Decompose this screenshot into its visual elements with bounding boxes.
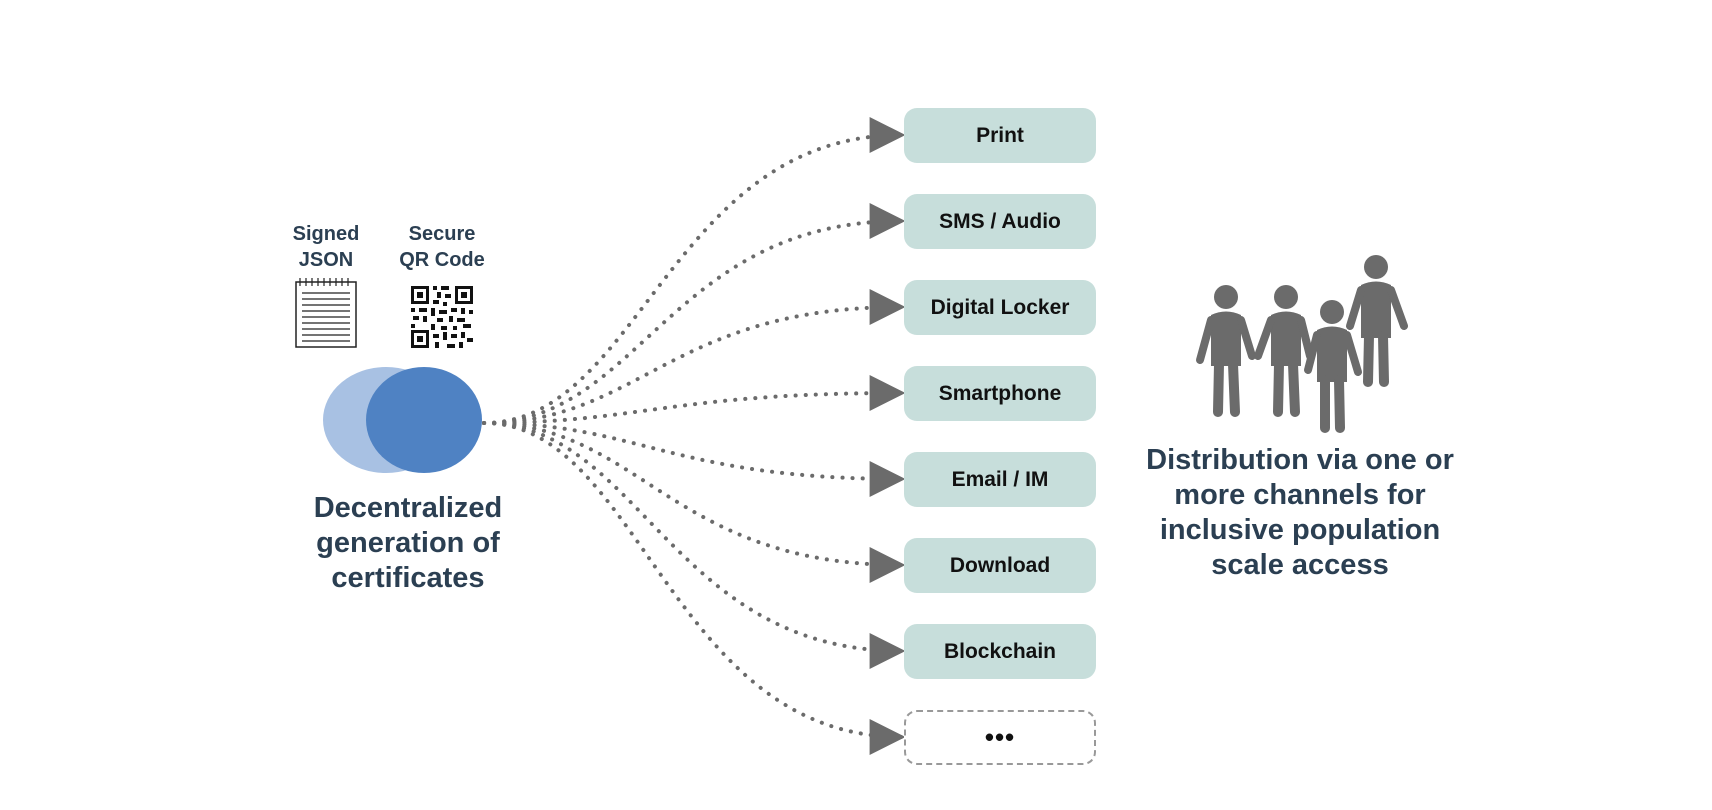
- channel-box-more: •••: [904, 710, 1096, 765]
- channel-box-print: Print: [904, 108, 1096, 163]
- connector-arrow: [482, 421, 906, 669]
- qr-code-icon: [411, 286, 473, 348]
- connector-arrow: [482, 421, 906, 497]
- source-circle-front: [366, 367, 482, 473]
- secure-qr-label: Secure QR Code: [399, 223, 485, 271]
- connector-arrow: [482, 375, 906, 425]
- people-group-icon: [1196, 255, 1408, 433]
- channel-box-digital-locker: Digital Locker: [904, 280, 1096, 335]
- channel-box-sms-audio: SMS / Audio: [904, 194, 1096, 249]
- document-icon: [295, 278, 357, 348]
- connector-arrow: [482, 421, 906, 583]
- destination-caption: Distribution via one or more channels fo…: [1146, 444, 1454, 581]
- channel-box-smartphone: Smartphone: [904, 366, 1096, 421]
- channel-box-blockchain: Blockchain: [904, 624, 1096, 679]
- connector-arrow: [482, 289, 906, 425]
- connector-arrow: [482, 421, 906, 755]
- connector-arrow: [482, 117, 906, 425]
- connector-group: [482, 117, 906, 755]
- channel-box-download: Download: [904, 538, 1096, 593]
- signed-json-label: Signed JSON: [292, 223, 360, 271]
- connector-arrow: [482, 203, 906, 425]
- channel-box-email-im: Email / IM: [904, 452, 1096, 507]
- source-caption: Decentralized generation of certificates: [313, 492, 503, 594]
